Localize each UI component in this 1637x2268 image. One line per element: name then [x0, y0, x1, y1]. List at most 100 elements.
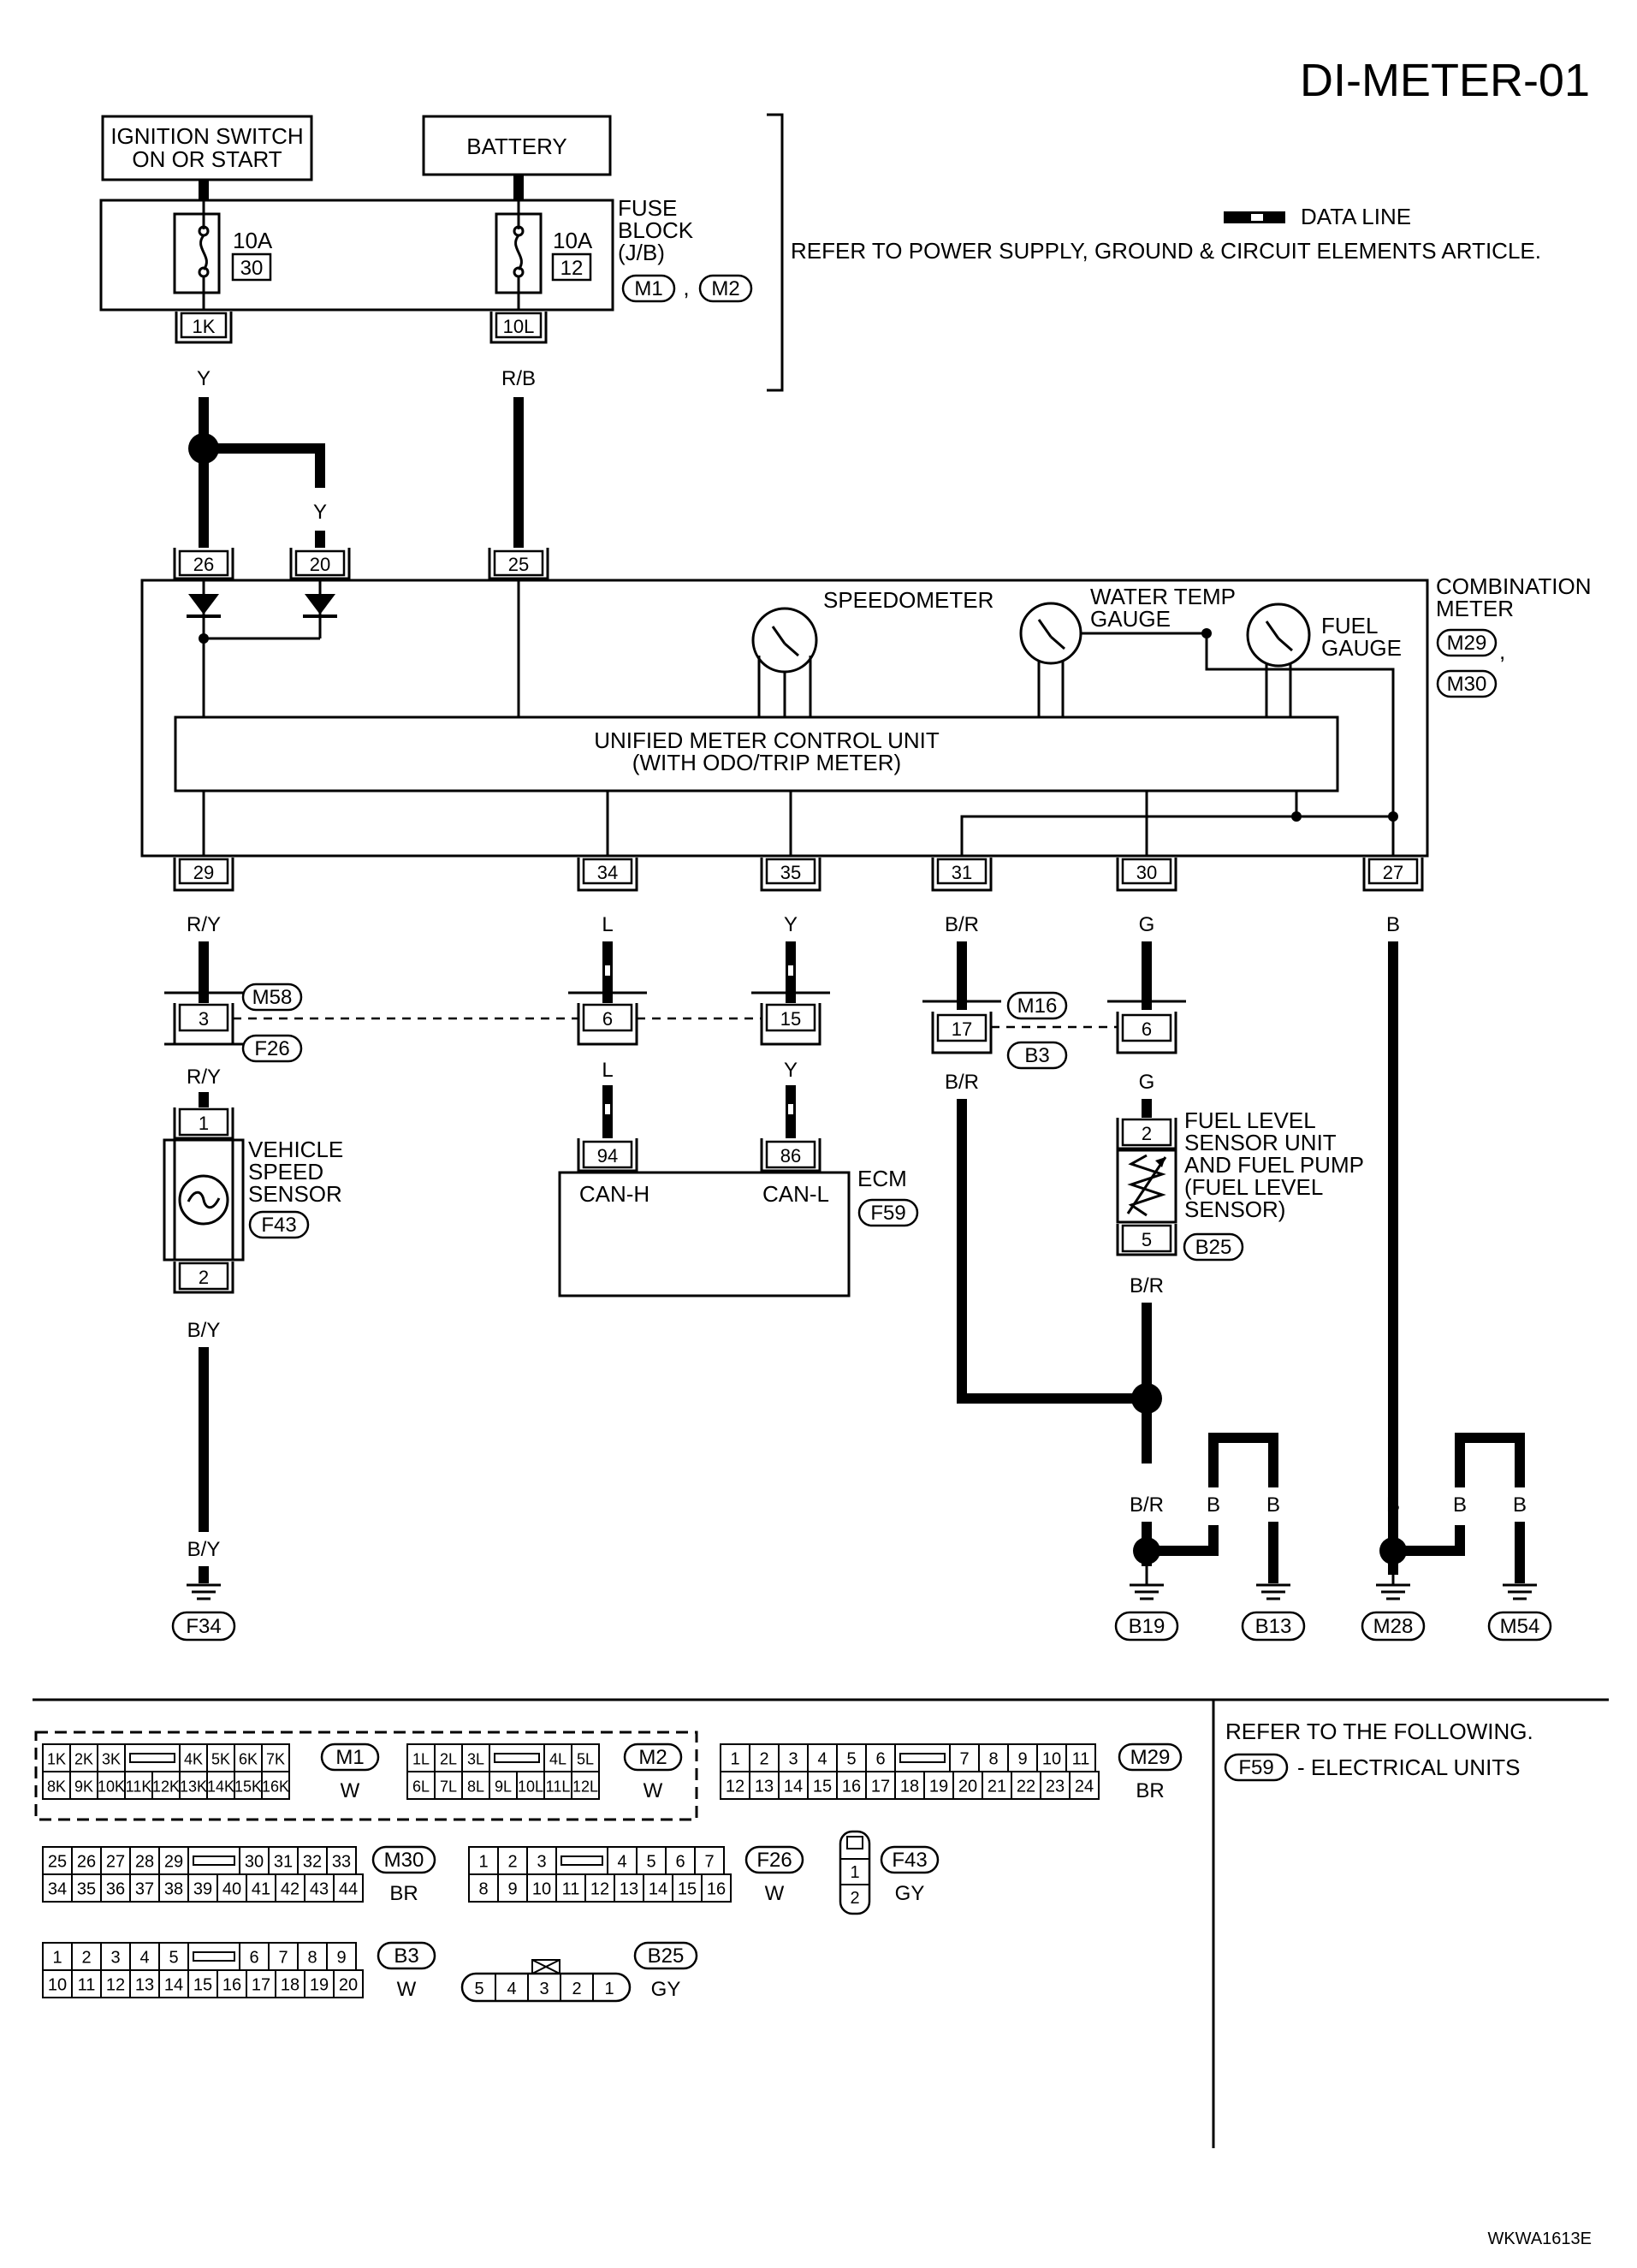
- meter-conn-2: M30: [1447, 673, 1487, 696]
- junction-m58-term: 3: [199, 1008, 209, 1030]
- vss-label-1: VEHICLE: [248, 1137, 343, 1162]
- pin-m29-1-1: 13: [755, 1778, 774, 1796]
- data-line-legend: [1224, 211, 1285, 223]
- fuse-block-sep: ,: [683, 275, 689, 300]
- fuel-sensor-label-2: SENSOR UNIT: [1184, 1130, 1337, 1155]
- pin-f26-0-4: 4: [617, 1853, 626, 1872]
- pin-m29-0-10: 10: [1042, 1750, 1061, 1769]
- battery-label: BATTERY: [466, 134, 567, 159]
- pin-m1-0-2: 3K: [102, 1751, 121, 1768]
- ground-b13-conn: B13: [1255, 1615, 1292, 1638]
- ground-symbol-f34: [187, 1583, 221, 1600]
- ecm-conn: F59: [870, 1202, 905, 1225]
- pin-m29-0-5: 6: [875, 1750, 885, 1769]
- pin-m1-1-4: 12K: [152, 1778, 180, 1796]
- unified-meter-control-unit: UNIFIED METER CONTROL UNIT (WITH ODO/TRI…: [174, 715, 1339, 793]
- pin-m1-1-7: 15K: [234, 1778, 262, 1796]
- pin-m2-1-0: 6L: [412, 1778, 430, 1796]
- pin-m1-0-5: 5K: [211, 1751, 230, 1768]
- fuse-block-conn-1: M1: [634, 277, 662, 300]
- junction-row-1: 3: [164, 991, 243, 1046]
- pin-b3-1-1: 11: [78, 1976, 96, 1995]
- page-id: DI-METER-01: [1300, 55, 1590, 106]
- pin-m30-0-0: 25: [48, 1853, 67, 1872]
- speedometer-label: SPEEDOMETER: [823, 587, 993, 613]
- fuel-level-sensor: 2 5: [1116, 1118, 1177, 1256]
- pin-m29-0-7: 7: [959, 1750, 969, 1769]
- pin-m30-0-6: 30: [245, 1853, 264, 1872]
- pin-m2-0-2: 3L: [467, 1751, 484, 1768]
- pin-m30-1-5: 39: [193, 1880, 212, 1899]
- reference-line1: REFER TO THE FOLLOWING.: [1225, 1719, 1533, 1744]
- meter-bottom-terminal-30: 30: [1116, 858, 1177, 892]
- meter-top-terminal-20: 20: [289, 548, 351, 580]
- junction-m58-label: M58: [252, 986, 293, 1009]
- conn-b25-color: GY: [651, 1978, 681, 2001]
- fuel-sensor-label-3: AND FUEL PUMP: [1184, 1152, 1364, 1178]
- meter-bottom-terminal-34: 34: [577, 858, 638, 892]
- reference-text: - ELECTRICAL UNITS: [1297, 1754, 1521, 1780]
- pin-m1-1-6: 14K: [207, 1778, 234, 1796]
- can-l-data-line-bottom: [786, 1085, 796, 1138]
- ecm-block: 94 86 CAN-H CAN-L: [558, 1138, 851, 1297]
- pin-b25-0: 5: [474, 1980, 483, 1998]
- ground-symbol-b13: [1256, 1583, 1290, 1600]
- wire-31-label: B/R: [945, 913, 979, 936]
- conn-b3-color: W: [397, 1978, 417, 2001]
- pin-m30-0-4: 29: [164, 1853, 183, 1872]
- meter-top-term-1: 26: [193, 554, 214, 575]
- pin-m29-1-11: 23: [1046, 1778, 1065, 1796]
- vss-wire-label: B/Y: [187, 1319, 221, 1342]
- vss-term-bottom: 2: [199, 1267, 209, 1288]
- fuse-terminal-a: 1K: [175, 312, 233, 344]
- wire-30-label: G: [1139, 913, 1155, 936]
- ecm-term-h: 94: [597, 1145, 618, 1167]
- meter-bottom-term-27: 27: [1383, 862, 1403, 883]
- fuel-sensor-term-top: 2: [1142, 1123, 1152, 1144]
- pin-m2-0-5: 5L: [577, 1751, 594, 1768]
- meter-bottom-term-31: 31: [952, 862, 972, 883]
- meter-label-1: COMBINATION: [1436, 573, 1592, 599]
- pin-f26-1-1: 9: [507, 1880, 517, 1899]
- pin-f43-1: 2: [850, 1889, 859, 1908]
- pin-b3-0-1: 2: [81, 1949, 91, 1968]
- pin-f26-1-8: 16: [707, 1880, 726, 1899]
- pin-b25-4: 1: [604, 1980, 614, 1998]
- pin-m1-0-1: 2K: [74, 1751, 93, 1768]
- pin-m29-0-3: 4: [817, 1750, 827, 1769]
- pin-b25-2: 3: [539, 1980, 549, 1998]
- conn-m1-color: W: [341, 1779, 360, 1802]
- ground-symbol-m54: [1503, 1583, 1537, 1600]
- conn-f43-color: GY: [895, 1882, 925, 1905]
- wire-29-label: R/Y: [187, 913, 221, 936]
- pin-m29-0-0: 1: [730, 1750, 739, 1769]
- fuel-gauge-label-1: FUEL: [1321, 613, 1378, 638]
- fuel-sensor-label-1: FUEL LEVEL: [1184, 1107, 1316, 1133]
- pin-m30-0-7: 31: [274, 1853, 293, 1872]
- junction-can-h-term: 6: [602, 1008, 613, 1030]
- ignition-switch-box: IGNITION SWITCH ON OR START: [101, 115, 313, 181]
- ground-f34-conn: F34: [186, 1615, 221, 1638]
- meter-top-terminal-25: 25: [488, 548, 549, 580]
- wire-rb-label: R/B: [501, 367, 536, 390]
- meter-bottom-terminals: 29 34 35 31 30 27: [173, 858, 1424, 892]
- junction-m16-term: 17: [952, 1018, 972, 1040]
- junction-can-l-term: 15: [780, 1008, 801, 1030]
- fuse-block: 10A 30 10A 12: [99, 199, 614, 312]
- conn-m30-color: BR: [389, 1882, 418, 1905]
- pin-m30-1-0: 34: [48, 1880, 67, 1899]
- diode-2: [303, 580, 337, 638]
- meter-top-terminal-26: 26: [173, 548, 234, 580]
- ground-b13-wire: B: [1266, 1493, 1280, 1517]
- fuse-block-label-3: (J/B): [618, 240, 665, 265]
- pin-m30-0-1: 26: [77, 1853, 96, 1872]
- pin-m1-0-6: 6K: [239, 1751, 258, 1768]
- ecm-can-h: CAN-H: [579, 1181, 649, 1207]
- pin-b3-0-0: 1: [52, 1949, 62, 1968]
- pin-b25-3: 2: [572, 1980, 581, 1998]
- pin-b3-0-9: 9: [336, 1949, 346, 1968]
